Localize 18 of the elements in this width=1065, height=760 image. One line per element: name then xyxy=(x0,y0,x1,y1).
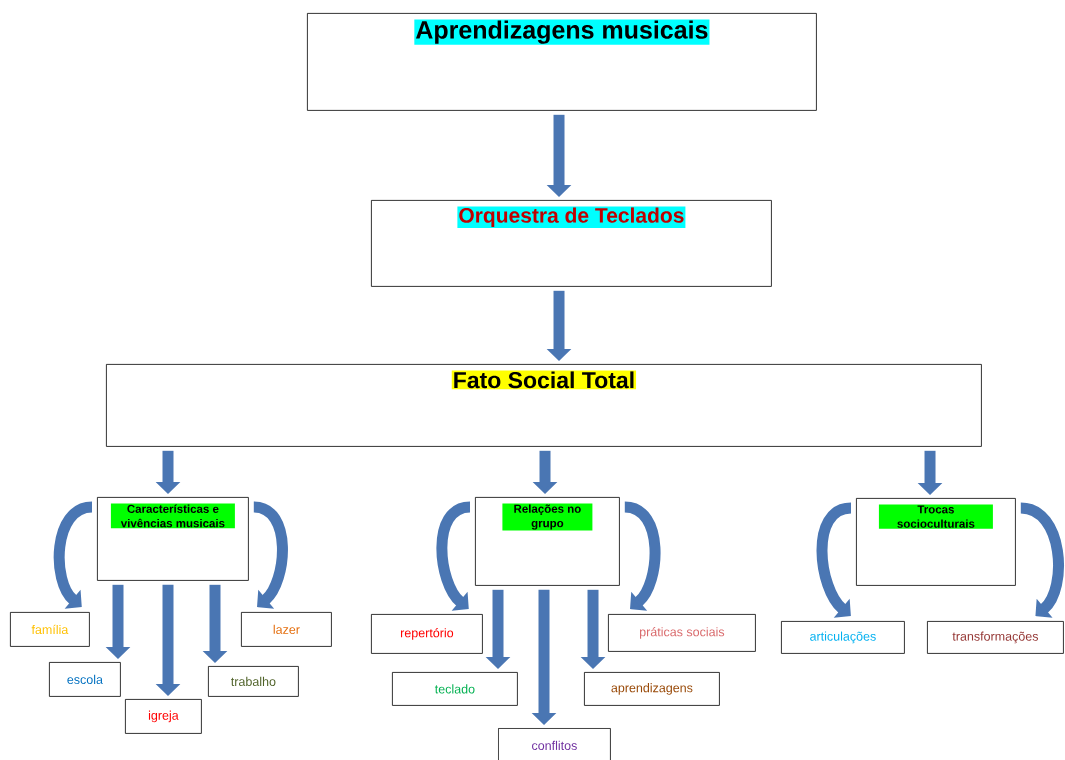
item-box: trabalho xyxy=(208,666,299,697)
process-box: Fato Social Total xyxy=(106,364,982,447)
item-box: aprendizagens xyxy=(584,672,720,706)
process-box: Orquestra de Teclados xyxy=(371,200,772,287)
category-box: Características e vivências musicais xyxy=(97,497,249,581)
title-box: Aprendizagens musicais xyxy=(307,13,817,111)
item-box: transformações xyxy=(927,621,1064,654)
item-box: teclado xyxy=(392,672,518,706)
category-box: Relações no grupo xyxy=(475,497,620,586)
item-box: igreja xyxy=(125,699,202,734)
item-box: escola xyxy=(49,662,121,697)
item-box: articulações xyxy=(781,621,905,654)
item-box: conflitos xyxy=(498,728,611,760)
item-box: repertório xyxy=(371,614,483,654)
item-box: lazer xyxy=(241,612,332,647)
item-box: família xyxy=(10,612,90,647)
item-box: práticas sociais xyxy=(608,614,756,652)
category-box: Trocas socioculturais xyxy=(856,498,1016,586)
